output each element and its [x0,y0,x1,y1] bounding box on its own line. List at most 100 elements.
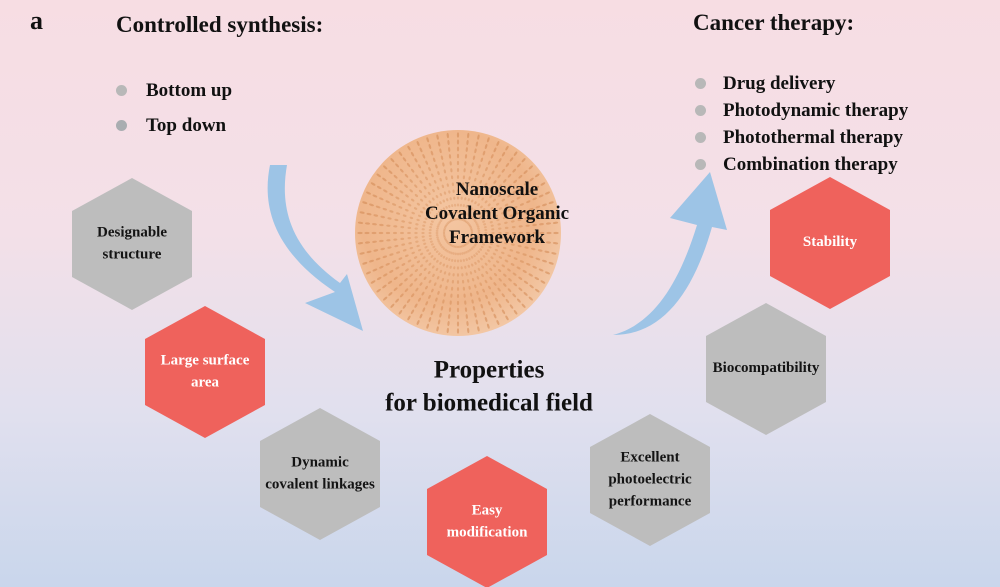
sphere-texture-dot [485,270,489,275]
sphere-texture-dot [410,151,415,157]
hexagon-photoelectric [590,414,710,546]
sphere-texture-dot [493,189,498,194]
sphere-texture-dot [472,217,475,221]
sphere-texture-dot [471,199,474,203]
sphere-texture-dot [484,279,488,284]
sphere-texture-dot [442,263,445,267]
sphere-texture-dot [406,162,411,168]
sphere-texture-dot [492,198,496,202]
sphere-texture-dot [442,216,446,219]
therapy-list: Drug delivery Photodynamic therapy Photo… [695,70,908,178]
sphere-texture-dot [477,267,481,271]
sphere-texture-dot [474,221,478,224]
sphere-texture-dot [411,251,415,255]
sphere-texture-dot [478,297,481,302]
sphere-texture-dot [471,263,474,267]
sphere-texture-dot [407,236,412,240]
sphere-texture-dot [448,147,451,152]
sphere-texture-dot [477,213,481,216]
sphere-texture-dot [376,185,382,190]
sphere-texture-dot [498,184,502,188]
sphere-texture-dot [427,270,431,275]
sphere-texture-dot [469,214,472,218]
sphere-texture-dot [431,197,435,201]
sphere-texture-dot [389,210,394,213]
sphere-texture-dot [505,298,510,304]
sphere-texture-dot [488,176,491,181]
sphere-texture-dot [484,211,488,214]
sphere-texture-dot [438,210,441,214]
sphere-texture-dot [414,268,419,273]
sphere-texture-dot [470,216,474,219]
sphere-texture-dot [366,271,371,275]
sphere-texture-dot [483,240,487,243]
sphere-texture-dot [443,191,447,195]
sphere-texture-dot [522,270,527,273]
sphere-texture-dot [524,246,529,249]
sphere-texture-dot [491,231,495,235]
sphere-texture-dot [491,291,495,296]
sphere-texture-dot [421,235,425,238]
sphere-texture-dot [422,256,426,260]
sphere-texture-dot [471,277,475,282]
sphere-texture-dot [416,244,420,248]
sphere-texture-dot [507,254,512,258]
sphere-texture-dot [535,288,540,293]
sphere-texture-dot [387,246,392,249]
sphere-texture-dot [430,255,434,258]
sphere-texture-dot [387,217,392,220]
sphere-texture-dot [419,282,423,286]
sphere-texture-dot [413,256,418,259]
sphere-texture-dot [466,221,469,224]
sphere-texture-dot [525,239,530,242]
sphere-texture-dot [425,203,429,207]
sphere-texture-dot [452,218,455,221]
sphere-texture-dot [400,231,404,235]
sphere-texture-dot [453,196,456,200]
sphere-texture-dot [456,280,460,284]
sphere-texture-dot [498,256,503,259]
sphere-texture-dot [516,266,521,270]
sphere-texture-dot [452,189,455,193]
sphere-texture-dot [443,237,447,240]
sphere-texture-dot [459,252,462,256]
sphere-texture-dot [482,243,486,246]
sphere-texture-dot [470,207,474,211]
sphere-texture-dot [502,246,507,250]
sphere-texture-dot [456,153,460,159]
sphere-texture-dot [438,242,442,245]
sphere-texture-dot [450,293,453,298]
sphere-texture-dot [509,214,514,217]
sphere-texture-dot [437,290,440,295]
sphere-texture-dot [369,203,374,207]
sphere-texture-dot [459,245,463,248]
hexagon-stability [770,177,890,309]
sphere-texture-dot [418,189,423,194]
sphere-texture-dot [441,277,445,282]
sphere-texture-dot [385,231,391,235]
sphere-texture-dot [476,238,480,241]
sphere-texture-dot [531,215,536,219]
sphere-texture-dot [372,240,377,243]
sphere-texture-dot [501,309,506,315]
sphere-texture-dot [436,134,439,140]
sphere-texture-dot [425,259,429,263]
sphere-texture-dot [382,255,387,259]
sphere-texture-dot [544,250,550,254]
sphere-texture-dot [525,224,530,227]
sphere-texture-dot [416,260,421,264]
sphere-texture-dot [519,203,524,206]
sphere-texture-dot [479,179,483,184]
sphere-texture-dot [373,214,379,217]
sphere-texture-dot [518,225,523,228]
sphere-texture-dot [372,223,377,226]
sphere-texture-dot [428,144,432,149]
sphere-texture-dot [493,313,497,319]
cof-label: Nanoscale Covalent Organic Framework [424,178,570,249]
sphere-texture-dot [433,205,436,209]
sphere-texture-dot [473,192,477,197]
sphere-texture-dot [452,245,455,248]
sphere-texture-dot [505,231,509,235]
sphere-texture-dot [456,175,460,179]
sphere-texture-dot [469,169,473,174]
